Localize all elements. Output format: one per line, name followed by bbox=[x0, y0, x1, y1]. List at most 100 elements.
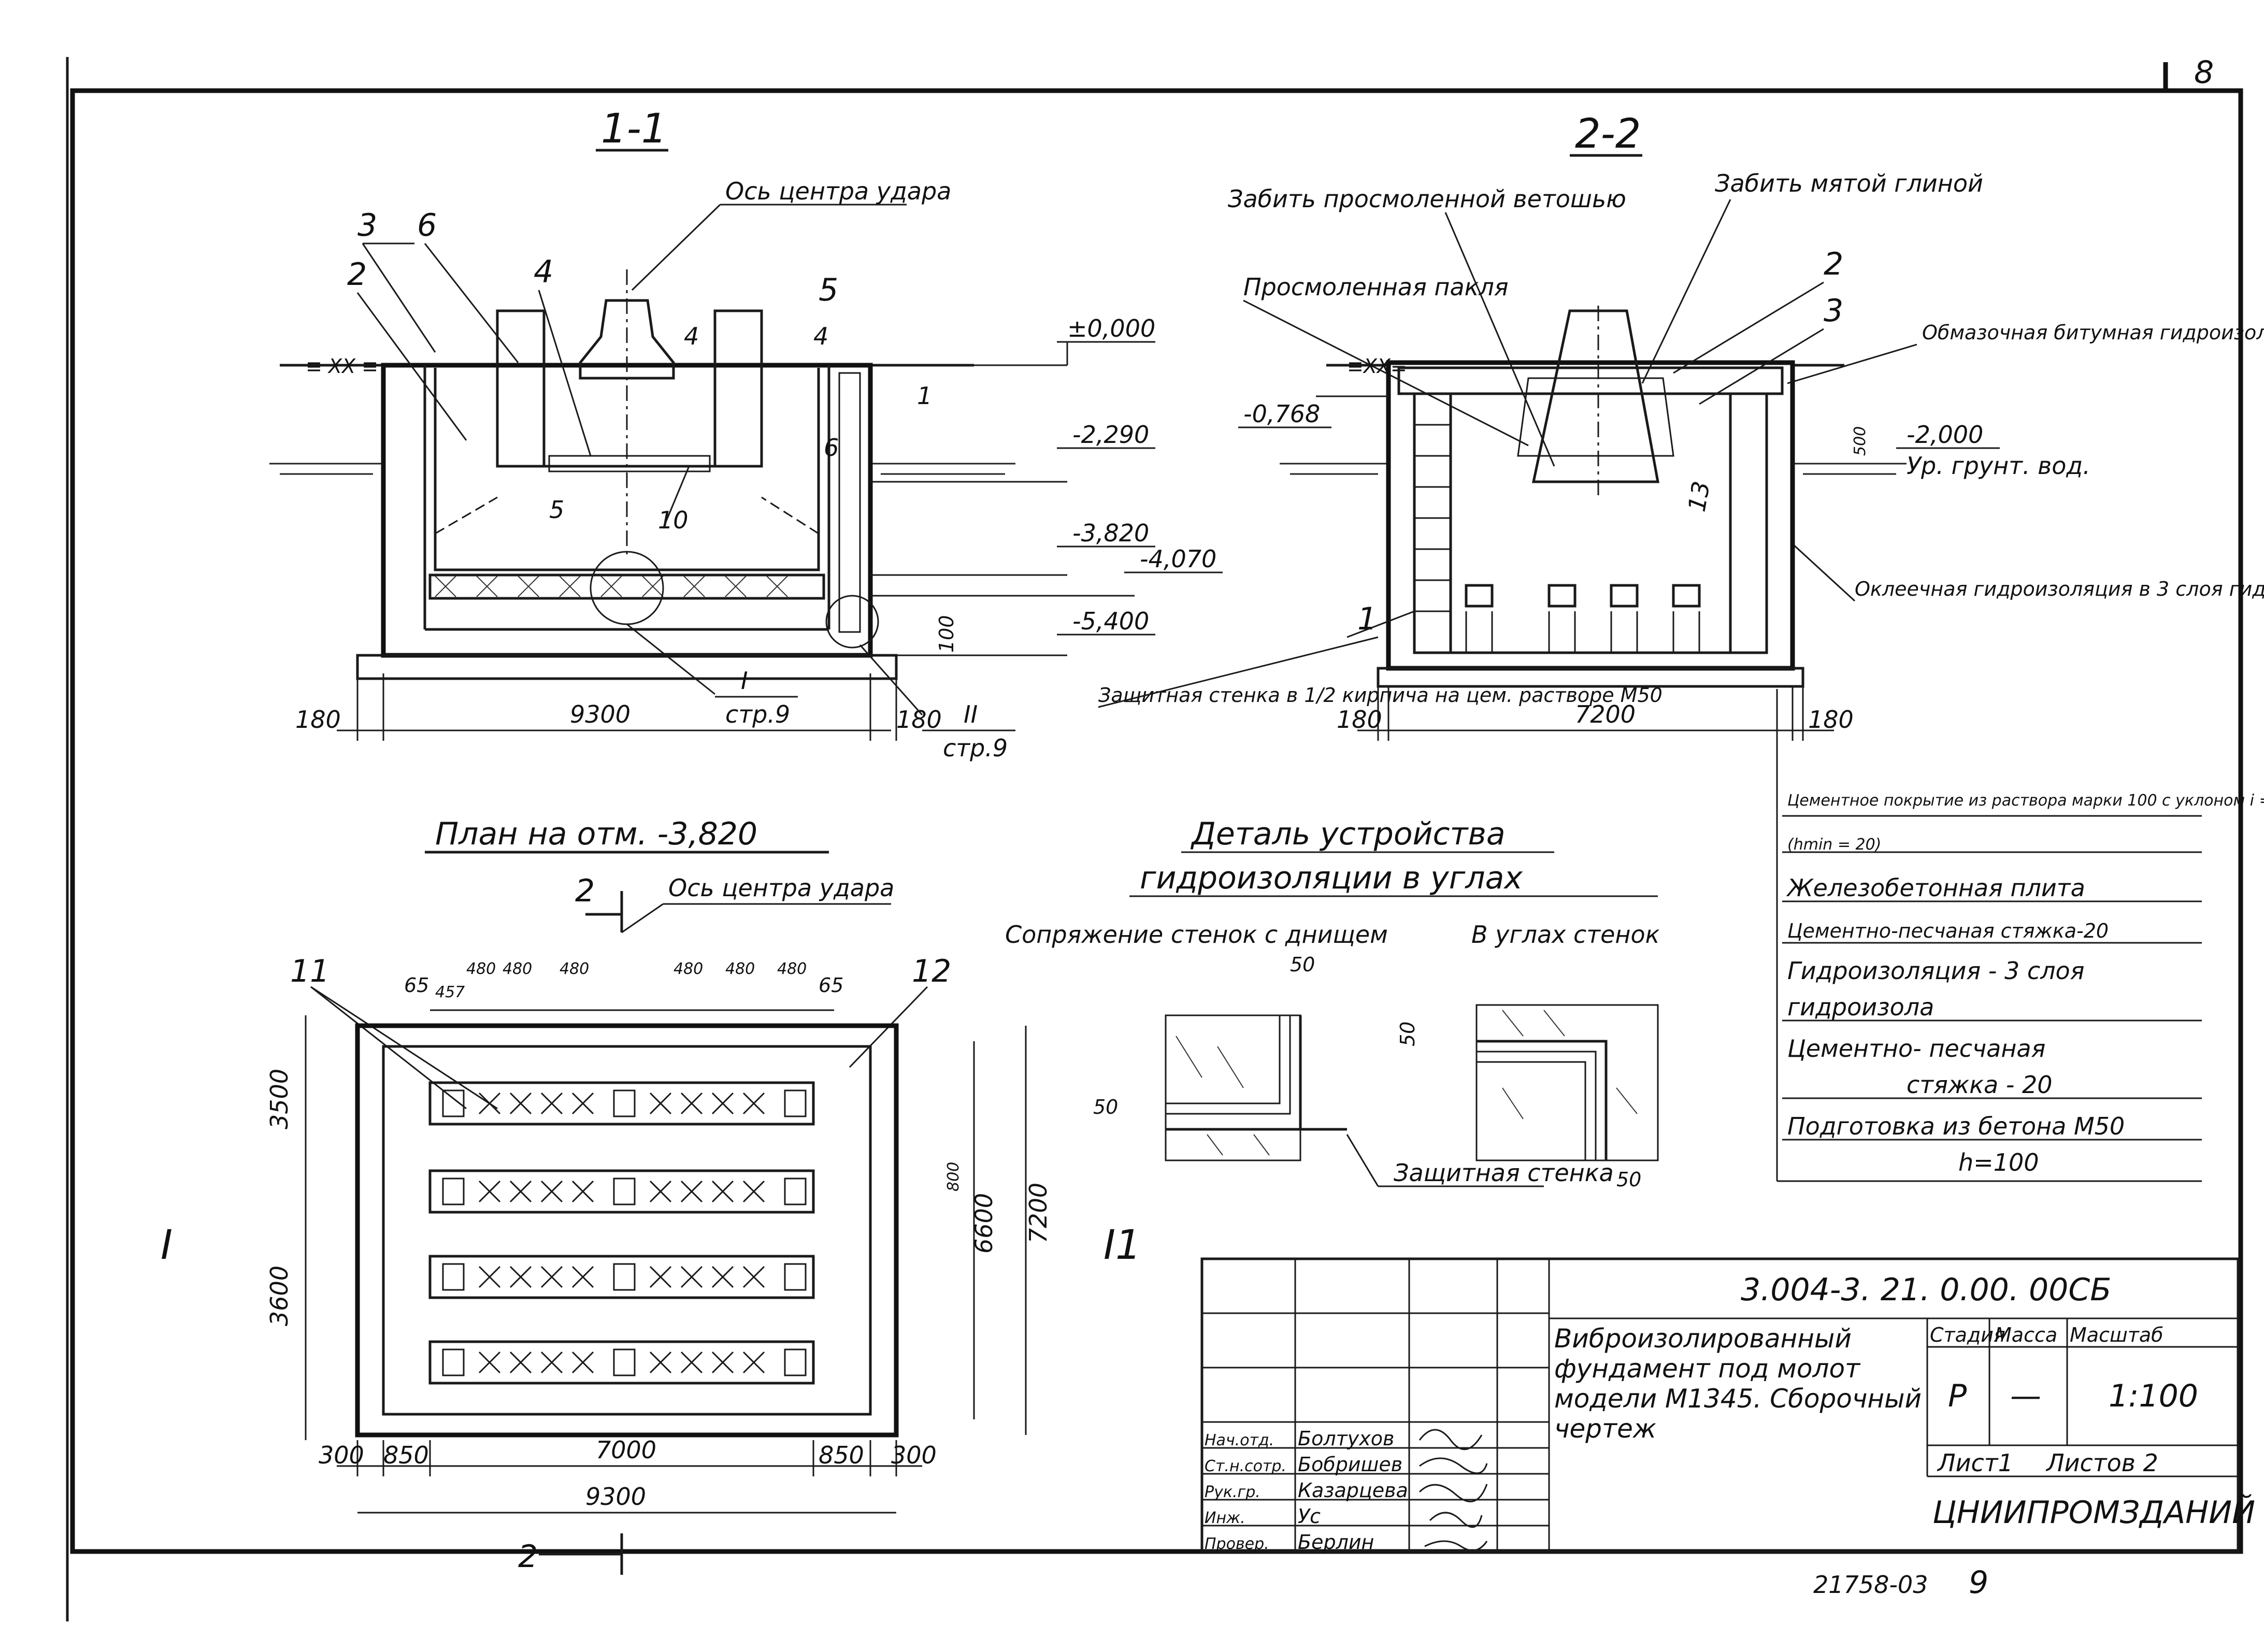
doc-code: 3.004-3. 21. 0.00. 00СБ bbox=[1741, 1272, 2111, 1308]
svg-text:≡ XX ≡: ≡ XX ≡ bbox=[306, 355, 378, 378]
plan-top-dim-480e: 480 bbox=[725, 960, 755, 978]
plan-bottom-300r: 300 bbox=[891, 1441, 937, 1469]
section-1-1: 1-1 Ось центра удара ≡ XX ≡ bbox=[269, 106, 1223, 762]
level-2290: -2,290 bbox=[1072, 421, 1149, 449]
s2-dim-7200: 7200 bbox=[1575, 700, 1636, 728]
note-tarred: Просмоленная пакля bbox=[1243, 273, 1509, 301]
layer-1b: (hmin = 20) bbox=[1787, 836, 1881, 854]
role-3: Рук.гр. bbox=[1205, 1483, 1260, 1501]
plan-bottom-850r: 850 bbox=[819, 1441, 864, 1469]
plan-section-I1: I1 bbox=[1104, 1222, 1141, 1269]
callout-I-ref: стр.9 bbox=[725, 700, 790, 728]
callout-II-mark: II bbox=[964, 700, 978, 728]
plan-title: План на отм. -3,820 bbox=[435, 816, 757, 852]
plan-bottom-850l: 850 bbox=[383, 1441, 429, 1469]
level-0: ±0,000 bbox=[1067, 314, 1155, 342]
layer-1: Цементное покрытие из раствора марки 100… bbox=[1787, 792, 2264, 810]
level-3820: -3,820 bbox=[1072, 519, 1149, 547]
s2-level-left: -0,768 bbox=[1243, 400, 1320, 428]
sheet-value: Лист1 bbox=[1937, 1449, 2013, 1477]
level-5400: -5,400 bbox=[1072, 607, 1149, 635]
svg-text:≡XX≡: ≡XX≡ bbox=[1347, 355, 1407, 378]
mark-2: 2 bbox=[347, 256, 367, 293]
sheet-frame: 8 bbox=[66, 54, 2243, 1621]
layer-4b: гидроизола bbox=[1787, 993, 1934, 1021]
plan-cut-mark-bottom: 2 bbox=[518, 1539, 538, 1575]
dim-9300: 9300 bbox=[570, 700, 631, 728]
name-3: Казарцева bbox=[1298, 1479, 1408, 1502]
plan-mark-12: 12 bbox=[912, 953, 951, 989]
scale-value: 1:100 bbox=[2109, 1378, 2198, 1414]
s2-mark-3: 3 bbox=[1824, 293, 1843, 329]
mass-value: — bbox=[2010, 1378, 2041, 1414]
s2-dim-180-left: 180 bbox=[1337, 706, 1382, 734]
name-1: Болтухов bbox=[1298, 1427, 1394, 1450]
note-bitumen: Обмазочная битумная гидроизоляция 2слоя bbox=[1922, 321, 2264, 344]
section-2-2: 2-2 Забить просмоленной ветошью Забить м… bbox=[1098, 111, 2264, 741]
plan-top-dim-480b: 480 bbox=[503, 960, 532, 978]
s2-mark-2: 2 bbox=[1824, 246, 1843, 282]
signatures bbox=[1418, 1429, 1488, 1552]
waterproofing-detail: Деталь устройства гидроизоляции в углах … bbox=[1005, 816, 1660, 1191]
note-oakum: Забить просмоленной ветошью bbox=[1228, 185, 1626, 213]
plan-top-dim-480d: 480 bbox=[674, 960, 703, 978]
s2-mark-13: 13 bbox=[1683, 479, 1715, 514]
plan-top-dim-480c: 480 bbox=[560, 960, 589, 978]
detail-caption-left: Сопряжение стенок с днищем bbox=[1005, 921, 1388, 949]
layer-6b: h=100 bbox=[1958, 1148, 2039, 1176]
plan-bottom-7000: 7000 bbox=[596, 1436, 656, 1464]
layer-5: Цементно- песчаная bbox=[1787, 1035, 2045, 1062]
mark-6: 6 bbox=[417, 207, 437, 243]
plan-view: План на отм. -3,820 Ось центра удара 2 1… bbox=[161, 816, 1141, 1575]
name-4: Ус bbox=[1298, 1505, 1321, 1528]
role-1: Нач.отд. bbox=[1205, 1431, 1274, 1449]
plan-top-dim-65b: 65 bbox=[819, 974, 843, 997]
section-1-axis-note: Ось центра удара bbox=[725, 177, 951, 205]
mark-6b: 6 bbox=[824, 434, 839, 462]
role-5: Провер. bbox=[1205, 1535, 1269, 1553]
plan-mark-11: 11 bbox=[290, 953, 329, 989]
detail-title-1: Деталь устройства bbox=[1190, 816, 1506, 852]
mark-5b: 5 bbox=[549, 496, 564, 524]
col-stage: Стадия bbox=[1930, 1324, 2005, 1346]
water-label: Ур. грунт. вод. bbox=[1907, 452, 2090, 480]
name-5: Берлин bbox=[1298, 1531, 1374, 1554]
layer-4: Гидроизоляция - 3 слоя bbox=[1787, 957, 2084, 985]
plan-right-7200: 7200 bbox=[1024, 1183, 1052, 1243]
layer-6: Подготовка из бетона М50 bbox=[1787, 1112, 2125, 1140]
plan-left-3600: 3600 bbox=[265, 1266, 293, 1326]
doc-name: Виброизолированный фундамент под молот м… bbox=[1554, 1324, 1922, 1444]
spring-units bbox=[442, 1089, 807, 1376]
plan-total-9300: 9300 bbox=[585, 1483, 646, 1511]
plan-right-800: 800 bbox=[944, 1162, 963, 1191]
note-glued: Оклеечная гидроизоляция в 3 слоя гидроиз… bbox=[1855, 578, 2264, 600]
note-clay: Забить мятой глиной bbox=[1715, 169, 1983, 197]
section-1-title: 1-1 bbox=[601, 106, 667, 152]
detail-dim-50d: 50 bbox=[1616, 1168, 1641, 1191]
role-2: Ст.н.сотр. bbox=[1205, 1457, 1286, 1475]
plan-bottom-300l: 300 bbox=[319, 1441, 364, 1469]
name-2: Бобришев bbox=[1298, 1453, 1402, 1476]
layers-legend: Цементное покрытие из раствора марки 100… bbox=[1776, 689, 2264, 1182]
callout-I-mark: I bbox=[741, 667, 748, 695]
plan-top-dim-480a: 480 bbox=[466, 960, 496, 978]
mark-4c: 4 bbox=[813, 322, 828, 350]
mark-1: 1 bbox=[917, 382, 932, 410]
detail-right bbox=[1475, 1004, 1659, 1161]
plan-top-dim-65: 65 bbox=[404, 974, 429, 997]
layer-5b: стяжка - 20 bbox=[1907, 1071, 2053, 1099]
dim-180-right: 180 bbox=[896, 706, 942, 734]
water-level: -2,000 bbox=[1907, 421, 1983, 449]
col-mass: Масса bbox=[1995, 1324, 2057, 1346]
detail-caption-right: В углах стенок bbox=[1471, 921, 1660, 949]
sheet-number: 8 bbox=[2194, 54, 2214, 91]
plan-cut-mark: 2 bbox=[575, 873, 595, 909]
dim-100: 100 bbox=[935, 615, 958, 653]
mark-4b: 4 bbox=[684, 322, 699, 350]
callout-I: I стр.9 bbox=[626, 623, 798, 728]
archive-page: 9 bbox=[1969, 1564, 1988, 1601]
mark-3: 3 bbox=[357, 207, 377, 243]
signature-rows: Нач.отд. Болтухов Ст.н.сотр. Бобришев Ру… bbox=[1205, 1427, 1408, 1554]
callout-II: II стр.9 bbox=[859, 644, 1015, 762]
